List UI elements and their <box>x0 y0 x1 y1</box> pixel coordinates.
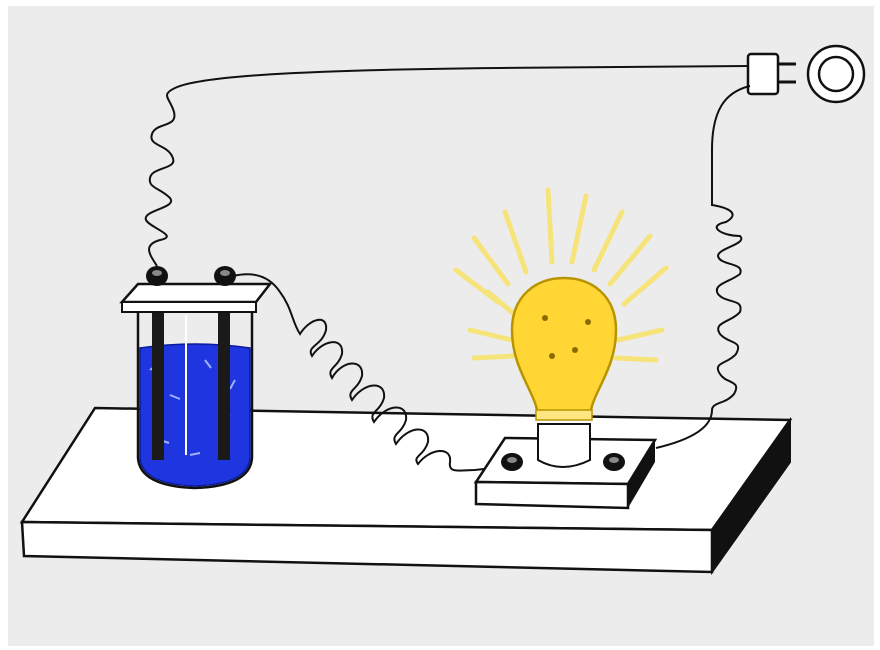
beaker <box>122 266 270 488</box>
power-plug <box>748 54 796 94</box>
wire-left-terminal-to-plug <box>146 66 748 266</box>
bulb-glass <box>512 278 616 416</box>
electrode-left <box>152 300 164 460</box>
electrode-holder <box>122 284 270 302</box>
wall-outlet <box>808 46 864 102</box>
wire-plug-to-socket <box>656 86 750 448</box>
electrode-right <box>218 300 230 460</box>
